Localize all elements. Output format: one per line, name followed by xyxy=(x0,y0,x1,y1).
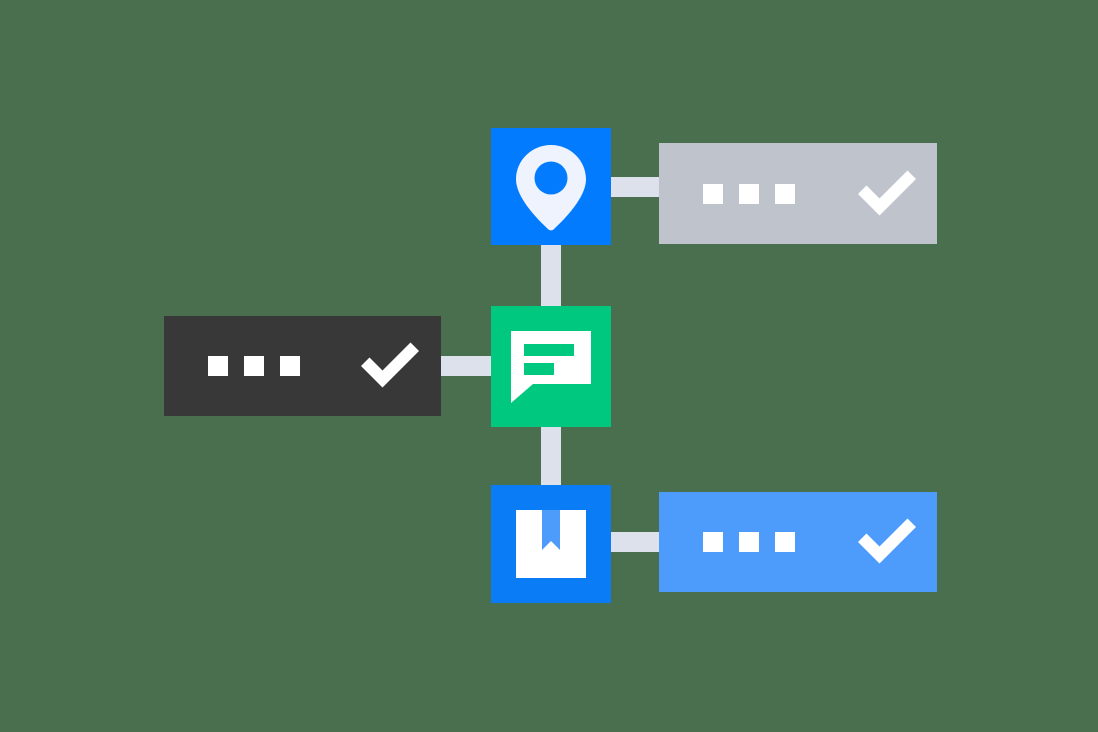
node-tile-bookmark[interactable] xyxy=(491,485,611,603)
connector-bookmark-to-blue-card xyxy=(605,532,665,552)
location-pin-icon xyxy=(512,143,590,231)
dot xyxy=(244,356,264,376)
dot xyxy=(703,532,723,552)
connector-location-to-message xyxy=(541,245,561,306)
dot xyxy=(739,532,759,552)
dot xyxy=(775,532,795,552)
check-icon xyxy=(855,168,919,220)
status-card-gray[interactable] xyxy=(659,143,937,244)
card-dots-dark xyxy=(208,356,300,376)
dot xyxy=(208,356,228,376)
dot xyxy=(280,356,300,376)
status-card-blue[interactable] xyxy=(659,492,937,592)
connector-message-to-bookmark xyxy=(541,427,561,485)
card-dots-blue xyxy=(703,532,795,552)
dot xyxy=(775,183,795,204)
dot xyxy=(703,183,723,204)
node-tile-message[interactable] xyxy=(491,306,611,427)
connector-message-to-dark-card xyxy=(437,356,497,376)
chat-bubble-icon xyxy=(511,330,591,403)
status-card-dark[interactable] xyxy=(164,316,441,416)
node-tile-location[interactable] xyxy=(491,128,611,245)
card-dots-gray xyxy=(703,183,795,204)
check-icon xyxy=(358,340,422,392)
connector-location-to-gray-card xyxy=(605,177,665,197)
bookmark-book-icon xyxy=(516,510,586,578)
check-icon xyxy=(855,516,919,568)
dot xyxy=(739,183,759,204)
